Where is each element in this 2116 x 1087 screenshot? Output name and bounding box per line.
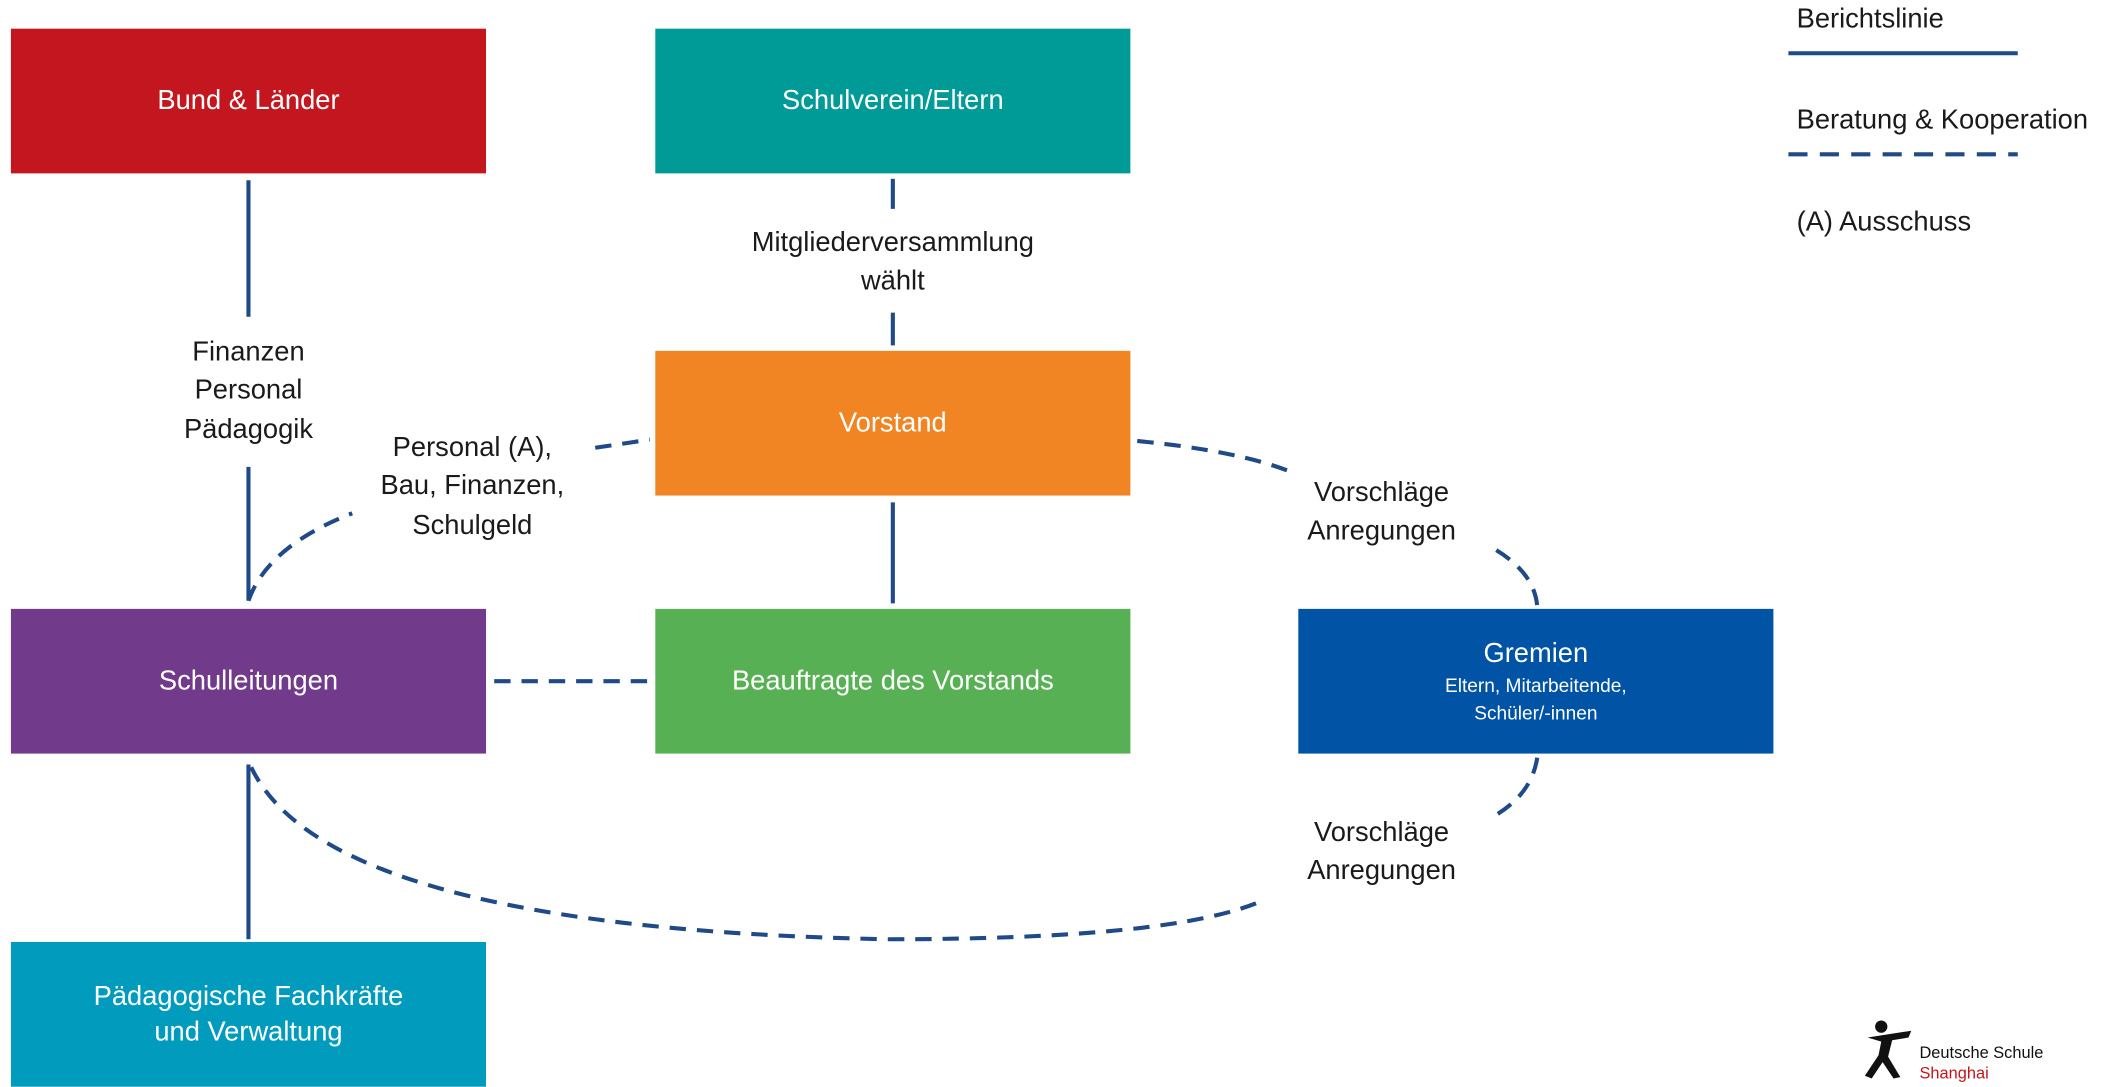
- box-gremien-sub2: Schüler/-innen: [1474, 701, 1598, 724]
- label-personal-line2: Bau, Finanzen,: [380, 471, 565, 502]
- box-gremien: Gremien Eltern, Mitarbeitende, Schüler/-…: [1298, 608, 1774, 754]
- box-beauftragte-label: Beauftragte des Vorstands: [731, 666, 1054, 697]
- legend-berichtslinie: Berichtslinie: [1796, 4, 1944, 35]
- label-mitglieder-line1: Mitgliederversammlung: [751, 227, 1034, 259]
- box-vorstand: Vorstand: [655, 350, 1131, 496]
- box-schulverein: Schulverein/Eltern: [655, 28, 1131, 174]
- label-mitgliederversammlung: Mitgliederversammlung wählt: [752, 224, 1034, 302]
- label-finanzen-line3: Pädagogik: [183, 414, 313, 445]
- label-vorschlaege-upper: Vorschläge Anregungen: [1307, 474, 1456, 552]
- label-finanzen: Finanzen Personal Pädagogik: [184, 333, 313, 449]
- label-vorschlaege-lower-line1: Vorschläge: [1314, 817, 1450, 848]
- runner-logo-icon: [1864, 1020, 1912, 1079]
- label-vorschlaege-upper-line2: Anregungen: [1307, 516, 1456, 547]
- box-gremien-sub1: Eltern, Mitarbeitende,: [1445, 674, 1627, 696]
- label-vorschlaege-lower: Vorschläge Anregungen: [1307, 814, 1456, 892]
- label-vorschlaege-lower-line2: Anregungen: [1307, 856, 1456, 887]
- dash-gremien-vorschlaege: [1492, 757, 1540, 819]
- label-personal: Personal (A), Bau, Finanzen, Schulgeld: [381, 429, 565, 545]
- box-beauftragte: Beauftragte des Vorstands: [655, 608, 1131, 754]
- legend-beratung: Beratung & Kooperation: [1796, 105, 2089, 136]
- box-bund-laender: Bund & Länder: [10, 28, 487, 174]
- box-gremien-label: Gremien: [1483, 638, 1589, 669]
- label-personal-line3: Schulgeld: [412, 510, 533, 541]
- school-logo: Deutsche Schule Shanghai: [1859, 1018, 2077, 1083]
- logo-line2: Shanghai: [1919, 1063, 1989, 1083]
- logo-line1: Deutsche Schule: [1919, 1043, 2044, 1063]
- box-paedagogische-line1: Pädagogische Fachkräfte: [93, 981, 404, 1012]
- box-bund-laender-label: Bund & Länder: [157, 86, 340, 117]
- dash-schulleitungen-vorschlaege: [249, 766, 1263, 942]
- box-schulverein-label: Schulverein/Eltern: [782, 86, 1004, 117]
- dash-vorstand-vorschlaege: [1137, 438, 1290, 473]
- label-finanzen-line1: Finanzen: [192, 337, 305, 368]
- box-paedagogische-line2: und Verwaltung: [154, 1017, 343, 1048]
- box-schulleitungen-label: Schulleitungen: [158, 666, 339, 697]
- label-finanzen-line2: Personal: [194, 375, 303, 406]
- box-paedagogische: Pädagogische Fachkräfte und Verwaltung: [10, 941, 487, 1087]
- box-schulleitungen: Schulleitungen: [10, 608, 487, 754]
- dash-personal-vorstand: [594, 437, 651, 450]
- dash-vorschlaege-gremien: [1495, 548, 1540, 607]
- label-personal-line1: Personal (A),: [392, 432, 553, 463]
- dash-schulleitungen-personal: [246, 511, 353, 602]
- label-vorschlaege-upper-line1: Vorschläge: [1314, 477, 1450, 508]
- box-vorstand-label: Vorstand: [838, 408, 947, 439]
- legend-ausschuss: (A) Ausschuss: [1796, 207, 1972, 238]
- label-mitglieder-line2: wählt: [860, 266, 925, 297]
